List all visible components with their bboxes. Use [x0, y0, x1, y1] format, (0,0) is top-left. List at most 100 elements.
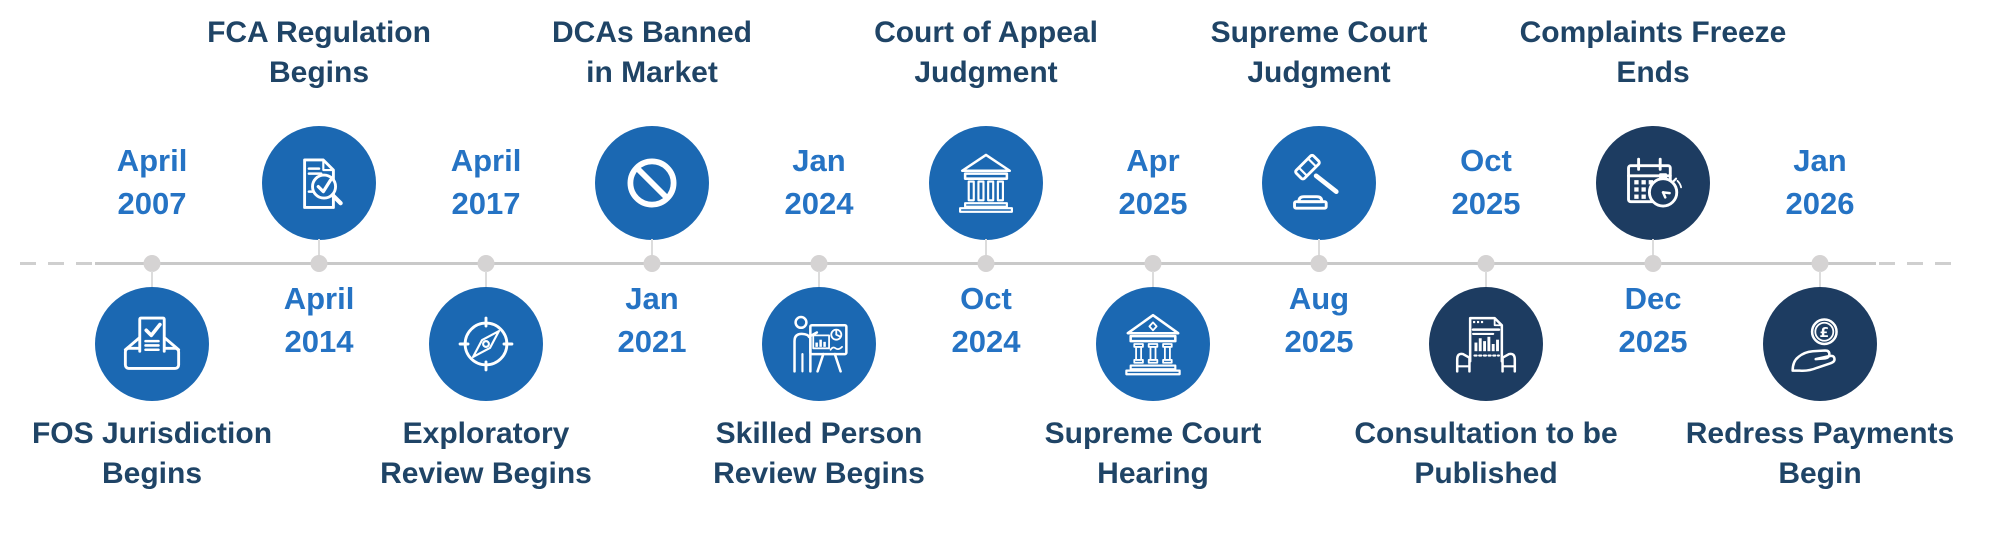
- event-date-month: Jan: [792, 143, 846, 178]
- event-date-year: 2025: [1618, 324, 1688, 359]
- event-date: Oct 2024: [952, 277, 1021, 363]
- event-date: Aug 2025: [1285, 277, 1354, 363]
- event-date-year: 2025: [1284, 324, 1354, 359]
- timeline-right-dashes: [1879, 262, 1953, 265]
- timeline-dot: [310, 255, 328, 272]
- event-title: Exploratory Review Begins: [380, 414, 592, 494]
- event-icon-circle: [1429, 287, 1543, 401]
- event-title: Complaints Freeze Ends: [1520, 13, 1787, 93]
- hand-coin-pound-icon: £: [1791, 318, 1838, 373]
- event-title: FOS Jurisdiction Begins: [32, 414, 272, 494]
- timeline-dot: [1310, 255, 1328, 272]
- event-title-line: Review Begins: [713, 457, 925, 490]
- event-date-year: 2026: [1785, 186, 1855, 221]
- timeline-dot: [143, 255, 161, 272]
- event-title-line: Supreme Court: [1210, 16, 1428, 49]
- event-title: Supreme Court Judgment: [1211, 13, 1428, 93]
- timeline-dot: [1477, 255, 1495, 272]
- event-date-month: April: [450, 143, 522, 178]
- compass-icon: [458, 316, 514, 372]
- event-date-month: Apr: [1126, 143, 1180, 178]
- connector-line: [818, 271, 820, 288]
- connector-line: [485, 271, 487, 288]
- event-date: Jan 2021: [618, 277, 687, 363]
- connector-line: [651, 239, 653, 256]
- event-icon-circle: [262, 126, 376, 240]
- event-title-line: FCA Regulation: [207, 16, 431, 49]
- event-title-line: DCAs Banned: [551, 16, 753, 49]
- event-title-line: Judgment: [914, 56, 1058, 89]
- event-title-line: FOS Jurisdiction: [31, 417, 273, 450]
- event-date: Dec 2025: [1619, 277, 1688, 363]
- event-date-month: Jan: [625, 281, 679, 316]
- event-date-year: 2024: [951, 324, 1021, 359]
- hands-holding-report-icon: [1455, 316, 1517, 373]
- event-date: Jan 2026: [1786, 139, 1855, 225]
- event-title: Skilled Person Review Begins: [713, 414, 925, 494]
- event-title: Supreme Court Hearing: [1045, 414, 1262, 494]
- event-title-line: Redress Payments: [1685, 417, 1955, 450]
- event-title-line: Judgment: [1247, 56, 1391, 89]
- event-date-month: Oct: [960, 281, 1012, 316]
- event-title-line: Published: [1414, 457, 1558, 490]
- event-date: April 2007: [117, 139, 188, 225]
- connector-line: [1318, 239, 1320, 256]
- gavel-icon: [1293, 153, 1339, 210]
- prohibition-icon: [627, 158, 677, 208]
- event-icon-circle: [95, 287, 209, 401]
- event-date: Jan 2024: [785, 139, 854, 225]
- event-title-line: Begins: [268, 56, 370, 89]
- event-title: DCAs Banned in Market: [552, 13, 752, 93]
- event-icon-circle: [1262, 126, 1376, 240]
- timeline-dot: [1144, 255, 1162, 272]
- event-icon-circle: £: [1763, 287, 1877, 401]
- event-icon-circle: [429, 287, 543, 401]
- event-title-line: Supreme Court: [1044, 417, 1262, 450]
- event-date-year: 2014: [284, 324, 354, 359]
- event-title-line: Begin: [1778, 457, 1862, 490]
- event-title-line: Court of Appeal: [874, 16, 1098, 49]
- inbox-check-icon: [123, 316, 181, 370]
- timeline-dot: [477, 255, 495, 272]
- timeline-left-dashes: [20, 262, 94, 265]
- event-date-month: Aug: [1288, 281, 1350, 316]
- document-magnifier-check-icon: [303, 158, 343, 209]
- event-icon-circle: [929, 126, 1043, 240]
- event-date-year: 2017: [451, 186, 521, 221]
- connector-line: [1485, 271, 1487, 288]
- event-title-line: Ends: [1616, 56, 1690, 89]
- calendar-stopwatch-icon: [1627, 157, 1682, 208]
- event-date-year: 2025: [1118, 186, 1188, 221]
- event-icon-circle: [762, 287, 876, 401]
- connector-line: [985, 239, 987, 256]
- event-title-line: Begins: [101, 457, 203, 490]
- event-title-line: Consultation to be: [1354, 417, 1618, 450]
- timeline-dot: [643, 255, 661, 272]
- event-date-month: Oct: [1460, 143, 1512, 178]
- event-date-year: 2025: [1451, 186, 1521, 221]
- event-title: Court of Appeal Judgment: [874, 13, 1098, 93]
- event-date-month: April: [116, 143, 188, 178]
- event-title-line: Exploratory: [402, 417, 570, 450]
- event-date-month: April: [283, 281, 355, 316]
- connector-line: [1819, 271, 1821, 288]
- event-date: Oct 2025: [1452, 139, 1521, 225]
- event-title: FCA Regulation Begins: [207, 13, 431, 93]
- connector-line: [318, 239, 320, 256]
- timeline-dot: [1644, 255, 1662, 272]
- event-title-line: Review Begins: [380, 457, 592, 490]
- timeline-dot: [810, 255, 828, 272]
- event-date-year: 2021: [617, 324, 687, 359]
- event-date: April 2014: [284, 277, 355, 363]
- event-title-line: Skilled Person: [715, 417, 923, 450]
- presenter-chart-board-icon: [793, 315, 848, 373]
- event-date-year: 2024: [784, 186, 854, 221]
- event-title-line: Hearing: [1097, 457, 1209, 490]
- event-title: Consultation to be Published: [1354, 414, 1617, 494]
- svg-text:£: £: [1820, 325, 1830, 341]
- connector-line: [1652, 239, 1654, 256]
- event-icon-circle: [1096, 287, 1210, 401]
- connector-line: [151, 271, 153, 288]
- courthouse-icon: [959, 153, 1013, 213]
